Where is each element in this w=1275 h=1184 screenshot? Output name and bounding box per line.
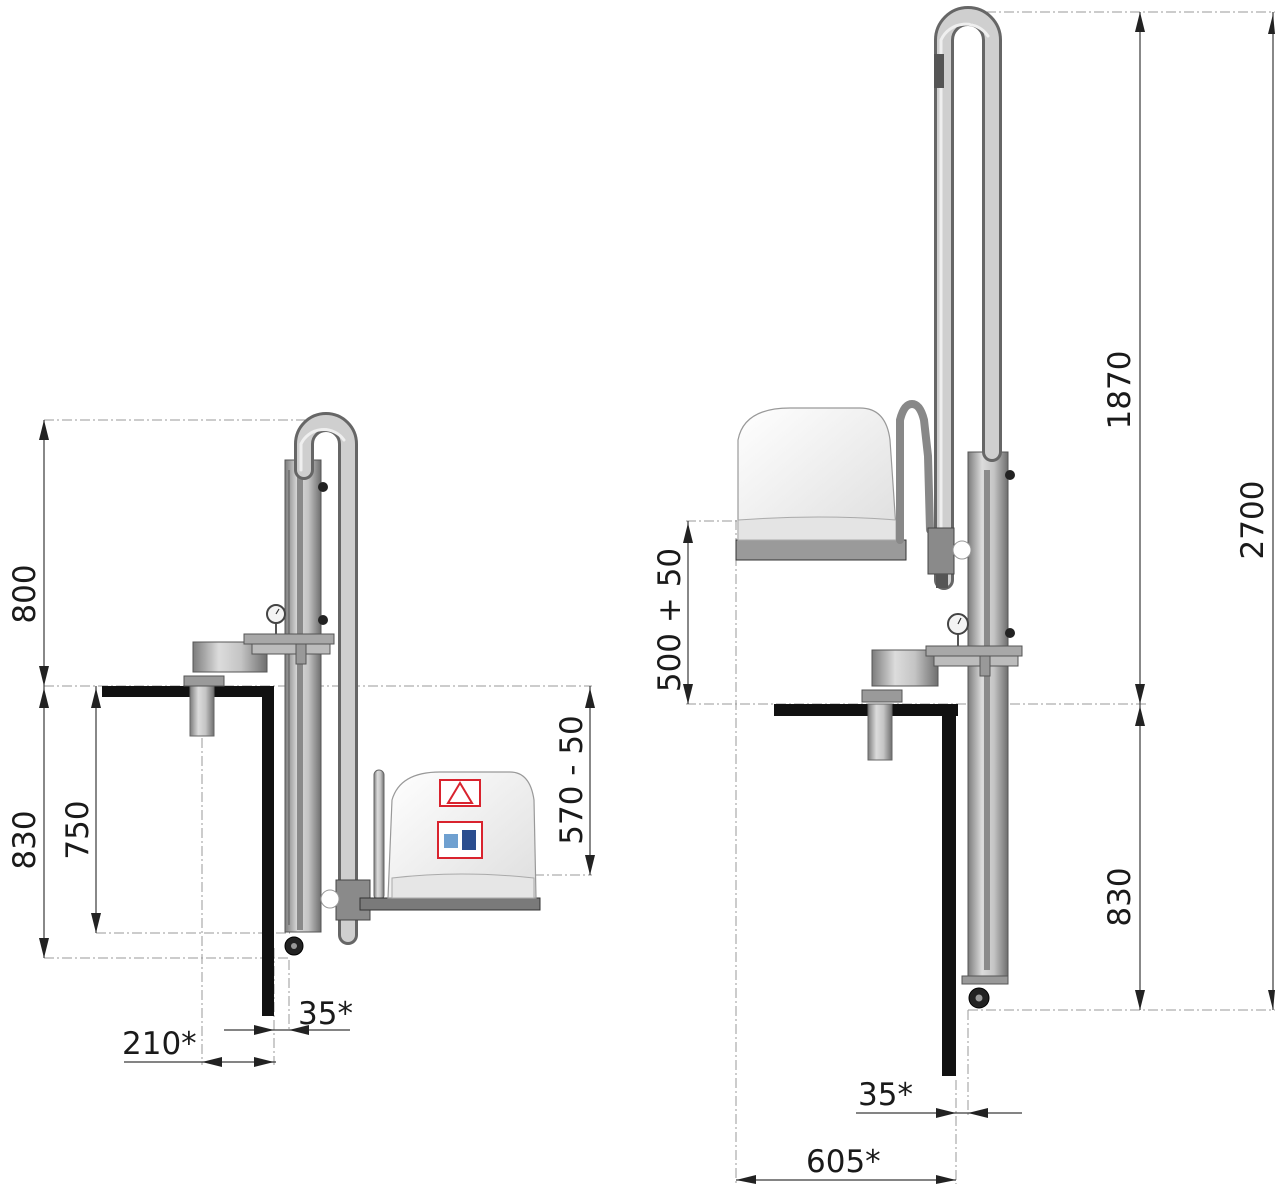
right-seat	[735, 399, 972, 588]
right-view: 1870 2700 500 + 50 830 35* 605*	[652, 6, 1275, 1184]
right-dim-seat-range: 500 + 50	[652, 548, 688, 692]
right-dim-seat-offset: 605*	[806, 1144, 881, 1180]
left-dim-wall-offset: 35*	[298, 996, 353, 1032]
left-dim-base-height: 830	[7, 810, 43, 869]
right-anchor-sleeve	[867, 703, 893, 761]
left-dimension-lines	[39, 420, 595, 1067]
left-valve-manifold	[243, 604, 335, 665]
left-pool-deck	[102, 686, 274, 1016]
left-dim-deck-offset: 210*	[122, 1026, 197, 1062]
left-view: 800 830 750 570 - 50 210* 35*	[7, 412, 595, 1067]
right-dim-wall-offset: 35*	[858, 1077, 913, 1113]
left-dim-seat-range: 570 - 50	[554, 715, 590, 845]
warning-label-icon	[437, 779, 483, 859]
right-pool-deck	[774, 704, 958, 1076]
right-dim-mast-height: 1870	[1102, 351, 1138, 430]
left-seat	[320, 769, 541, 921]
left-dim-total-height: 800	[7, 564, 43, 623]
right-dim-base-height: 830	[1102, 867, 1138, 926]
right-dimension-lines	[683, 12, 1275, 1184]
left-dim-deck-height: 750	[60, 800, 96, 859]
left-anchor-sleeve	[189, 683, 215, 737]
right-dim-total-height: 2700	[1235, 481, 1271, 560]
right-valve-manifold	[925, 613, 1023, 677]
